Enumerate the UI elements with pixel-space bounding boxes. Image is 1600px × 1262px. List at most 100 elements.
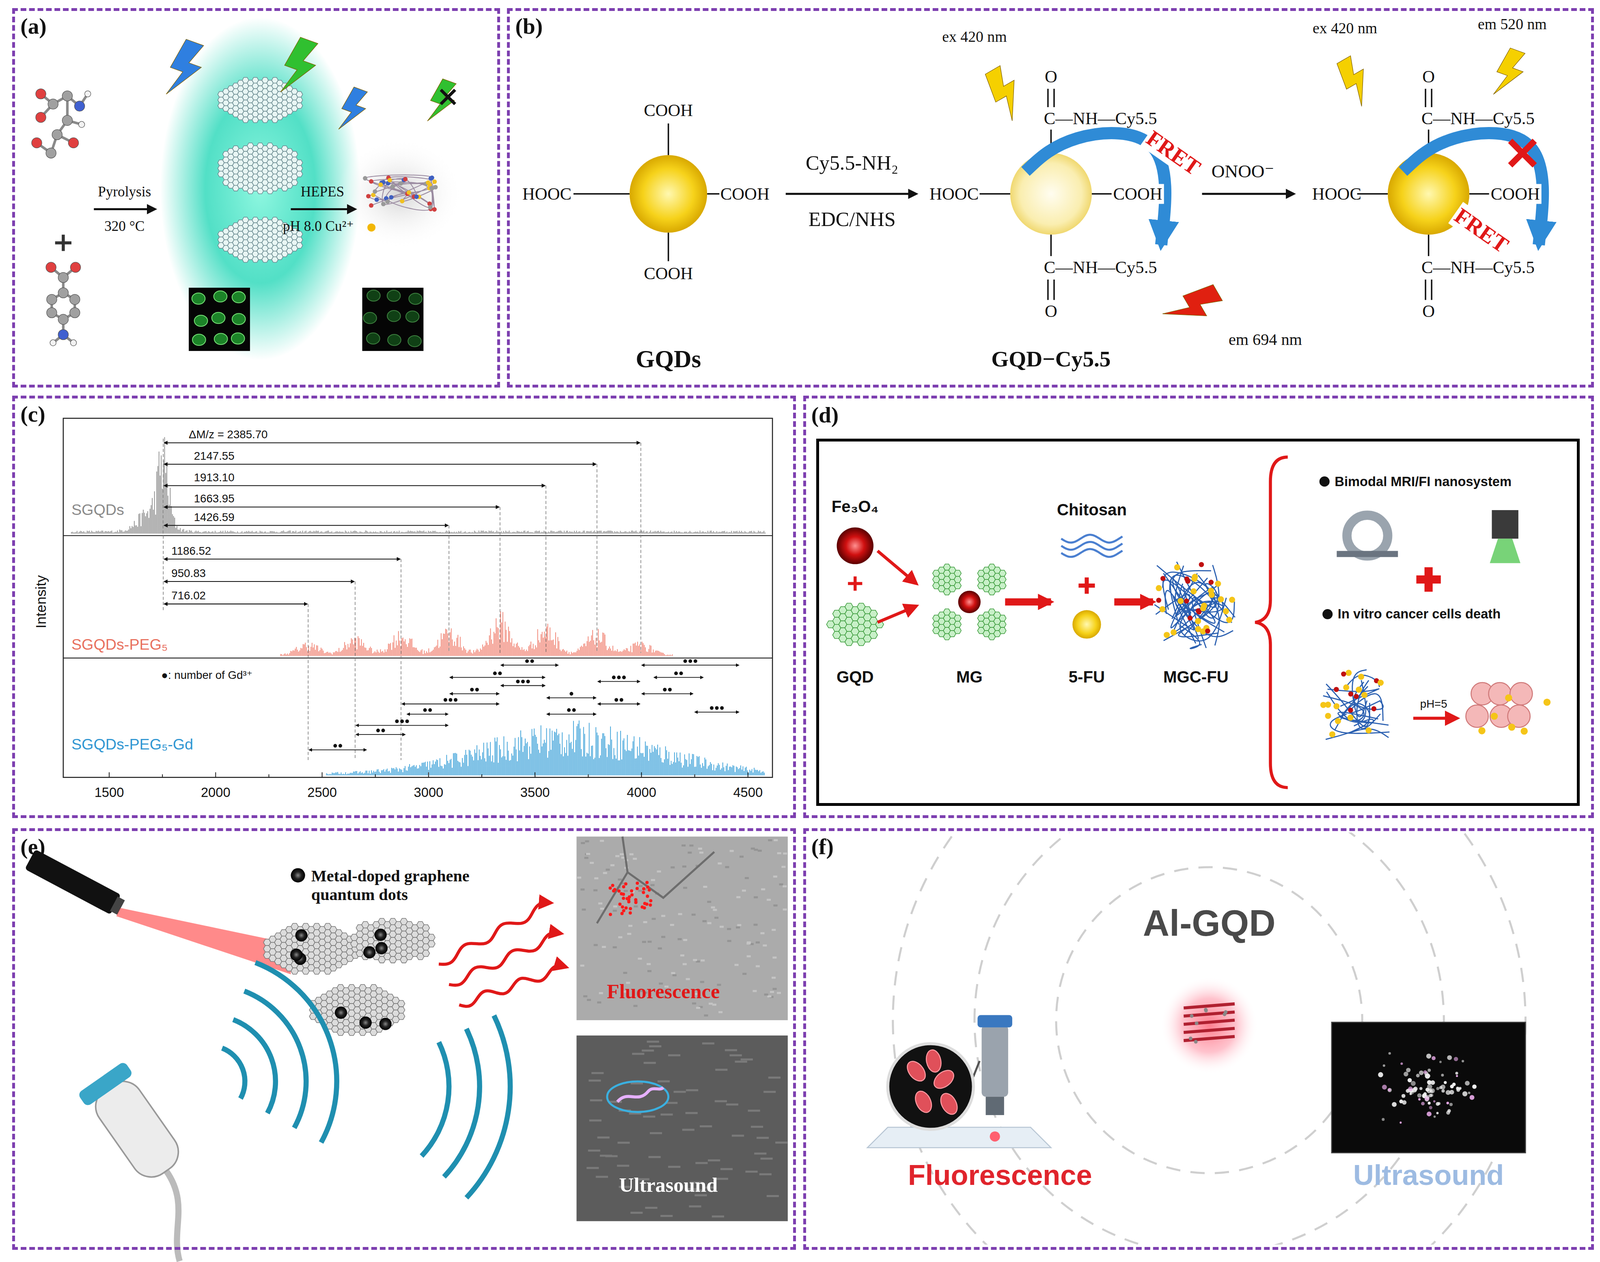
drug-molecule	[1229, 596, 1236, 603]
atom-label: O	[1044, 301, 1058, 322]
image-texture	[768, 1076, 781, 1079]
carbon-ring	[954, 570, 962, 577]
image-texture	[599, 907, 604, 910]
image-texture	[649, 1132, 662, 1135]
material-name: MG	[956, 668, 983, 687]
drug-molecule	[1207, 587, 1215, 594]
graphene-flake	[932, 609, 962, 641]
axis-tick	[640, 772, 642, 778]
carbon-ring	[869, 610, 878, 618]
image-texture	[599, 992, 604, 995]
plot-divider	[63, 657, 773, 659]
lightning-bolt	[981, 63, 1032, 124]
gd-dot	[428, 708, 432, 712]
lightning-bolt	[1489, 46, 1530, 102]
image-texture	[726, 1103, 739, 1106]
gd-dot	[400, 719, 404, 724]
graphene-flake	[826, 603, 884, 646]
image-texture	[729, 1054, 742, 1057]
chitosan-chain	[1179, 583, 1223, 613]
axis-tick	[587, 774, 589, 778]
echo-speckle	[1424, 1073, 1430, 1079]
atom	[432, 179, 437, 184]
atom	[70, 339, 77, 346]
carbon-ring	[397, 1013, 405, 1020]
image-texture	[702, 886, 708, 889]
wavelength-label: ex 420 nm	[942, 28, 1007, 46]
image-texture	[599, 1155, 613, 1158]
metal-atom	[374, 929, 387, 942]
image-texture	[707, 922, 712, 925]
axis-tick-label: 1500	[94, 785, 125, 801]
atom	[403, 176, 408, 182]
process-condition: Pyrolysis	[97, 183, 151, 200]
image-texture	[750, 847, 755, 850]
cell-view	[887, 1043, 974, 1130]
carbon-ring	[954, 576, 962, 583]
process-condition: 320 °C	[104, 218, 145, 235]
image-texture	[623, 890, 628, 893]
fluorescent-spot	[649, 899, 653, 903]
chemical-bond	[1430, 279, 1433, 300]
image-texture	[689, 844, 694, 847]
fluorescent-spot	[618, 902, 622, 906]
image-texture	[752, 990, 757, 993]
fluorescent-cell	[194, 315, 208, 327]
carbon-ring	[296, 242, 303, 249]
fluorescent-cell	[912, 1088, 935, 1116]
wavelength-label: em 520 nm	[1477, 15, 1547, 34]
functional-group: HOOC	[929, 183, 979, 204]
fret-label: FRET	[1448, 202, 1515, 260]
image-texture	[580, 888, 585, 891]
drug-molecule	[1163, 631, 1170, 639]
ultrasound-wave	[444, 1028, 480, 1178]
carbon-ring	[291, 151, 298, 158]
echo-speckle	[1418, 1070, 1424, 1076]
atom	[366, 194, 371, 199]
image-texture	[712, 1003, 717, 1006]
atom	[389, 195, 394, 200]
echo-speckle	[1439, 1060, 1442, 1064]
gd-dot	[443, 698, 448, 702]
metal-atom	[1194, 1021, 1199, 1026]
atom-label: O	[1422, 301, 1435, 322]
image-texture	[589, 862, 594, 865]
drug-molecule	[1478, 727, 1486, 735]
axis-tick-label: 4000	[626, 785, 657, 801]
image-texture	[590, 1099, 603, 1102]
microscope-objective	[985, 1097, 1005, 1116]
image-texture	[692, 1002, 697, 1005]
image-texture	[699, 1125, 712, 1128]
image-texture	[763, 1091, 776, 1094]
image-texture	[584, 840, 589, 843]
image-texture	[586, 999, 591, 1002]
image-texture	[685, 978, 691, 981]
image-texture	[775, 1141, 788, 1144]
image-texture	[737, 924, 742, 927]
fe3o4-sphere	[1353, 694, 1359, 700]
plus-sign	[1084, 577, 1089, 594]
image-texture	[715, 1069, 728, 1072]
echo-speckle	[1453, 1056, 1459, 1062]
fluorescent-cell	[214, 333, 228, 345]
image-texture	[736, 896, 741, 899]
fluorescent-spot	[635, 886, 639, 891]
gd-dot	[381, 728, 385, 733]
carbon-ring	[296, 97, 303, 103]
image-texture	[610, 864, 615, 867]
fe3o4-sphere	[1205, 628, 1211, 634]
graphene-flake	[350, 918, 436, 964]
gd-arrow	[641, 693, 693, 695]
image-texture	[681, 844, 686, 847]
metal-atom	[379, 1017, 392, 1031]
fe3o4-sphere	[1183, 598, 1190, 604]
reaction-arrow	[93, 208, 156, 211]
axis-tick	[375, 774, 376, 778]
fluorescence-image	[576, 836, 788, 1021]
chemical-bond	[667, 123, 670, 156]
echo-speckle	[1455, 1071, 1458, 1075]
image-texture	[776, 991, 781, 995]
image-texture	[695, 1162, 708, 1165]
atom	[385, 199, 390, 204]
chitosan-chain	[1354, 682, 1384, 710]
